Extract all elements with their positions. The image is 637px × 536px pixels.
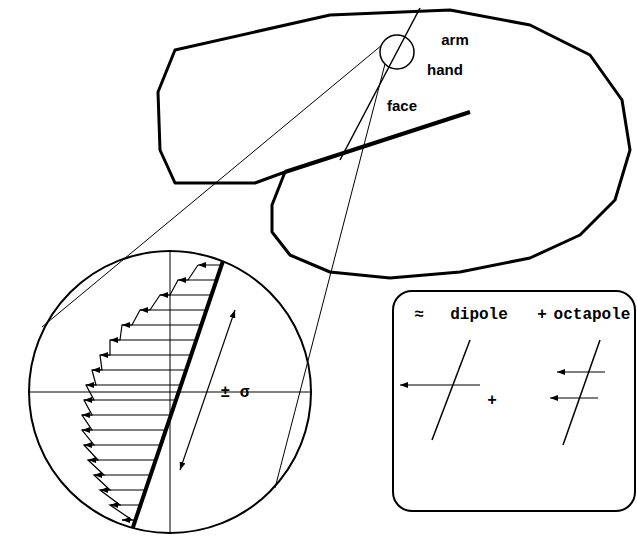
dipole-envelope — [82, 265, 198, 520]
zoom-circle: ± σ — [28, 250, 312, 534]
dipole-arrow — [400, 384, 480, 385]
term-name: octapole — [554, 307, 631, 325]
body-part-label: face — [387, 98, 417, 115]
body-part-label: arm — [441, 32, 469, 49]
zoom-content — [20, 245, 320, 536]
brain-outline — [158, 10, 630, 278]
body-part-label: hand — [427, 62, 463, 79]
octapole-arrow — [550, 397, 598, 398]
sigma-label: ± σ — [221, 385, 250, 403]
expansion-box: ≈ dipole + octapole + — [392, 290, 636, 512]
zoom-line — [275, 64, 385, 488]
zoom-line — [42, 45, 382, 327]
octapole-source — [563, 340, 600, 445]
zoom-spot — [380, 35, 414, 69]
dipole-arrows — [82, 265, 222, 520]
plus-sign: + — [537, 307, 547, 325]
fissure-line — [285, 112, 470, 172]
source-line — [130, 255, 225, 536]
term-name: dipole — [450, 307, 508, 325]
dipole-source — [432, 340, 470, 440]
axis-line — [170, 245, 171, 536]
plus-sign: + — [487, 393, 497, 411]
octapole-arrow — [557, 371, 605, 372]
approx-sign: ≈ — [414, 307, 424, 325]
